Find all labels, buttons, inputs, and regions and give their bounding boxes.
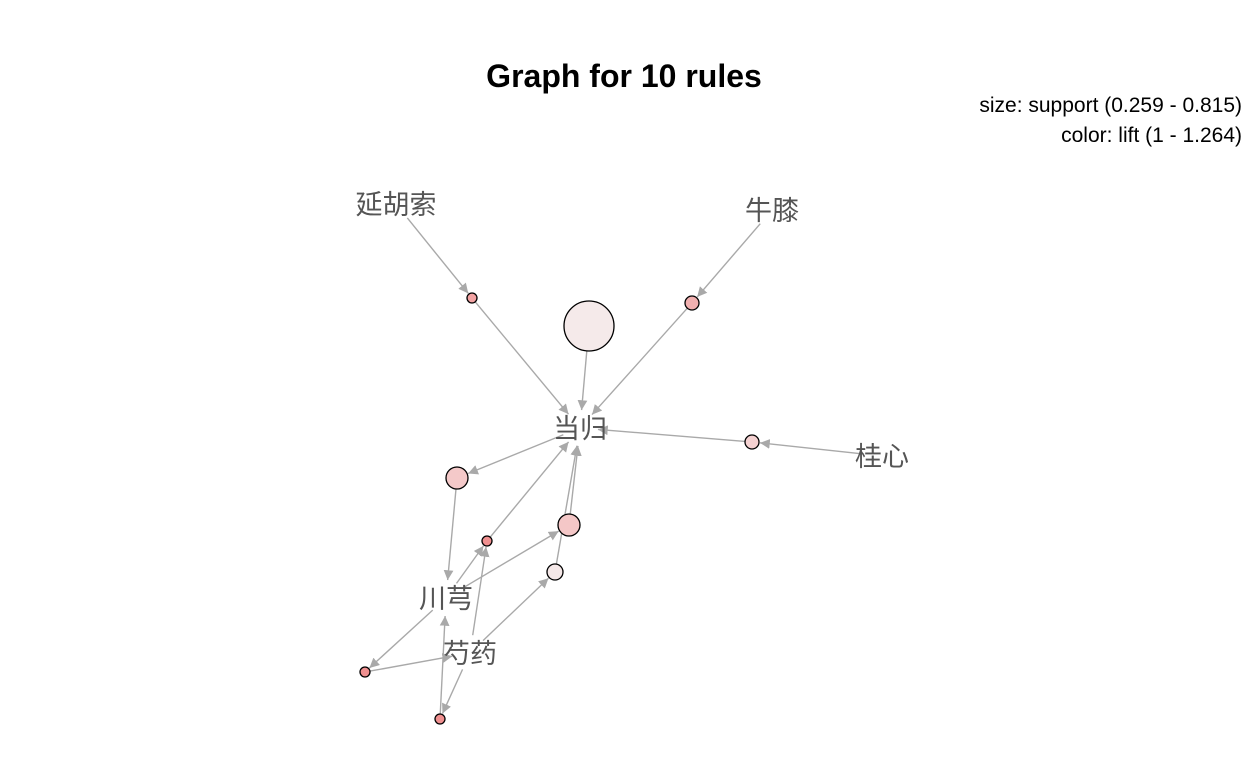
edge-r2-to-dg xyxy=(577,350,588,411)
item-label-yhs: 延胡索 xyxy=(356,190,437,221)
rule-node-7 xyxy=(557,513,581,537)
item-label-cx: 川芎 xyxy=(419,584,473,615)
edge-yhs-to-r1 xyxy=(406,217,469,294)
item-label-dg: 当归 xyxy=(553,414,607,445)
edge-gx-to-r4 xyxy=(759,439,865,455)
rule-node-3 xyxy=(684,295,700,311)
rule-node-5 xyxy=(445,466,469,490)
edge-sy-to-r10 xyxy=(441,669,464,714)
rule-node-1 xyxy=(466,292,478,304)
edge-nx-to-r3 xyxy=(696,223,761,298)
edge-cx-to-r7 xyxy=(461,530,560,590)
edge-r3-to-dg xyxy=(591,307,688,416)
rule-node-9 xyxy=(359,666,371,678)
edge-r5-to-cx xyxy=(443,488,457,581)
legend-color: color: lift (1 - 1.264) xyxy=(1061,124,1242,147)
rule-node-2 xyxy=(563,300,615,352)
edge-r4-to-dg xyxy=(597,425,746,443)
edge-r9-to-sy xyxy=(369,653,453,672)
edge-cx-to-r9 xyxy=(368,609,434,669)
edge-cx-to-r6 xyxy=(455,545,485,584)
rule-node-10 xyxy=(434,713,446,725)
edge-sy-to-r8 xyxy=(482,577,549,642)
graph-title: Graph for 10 rules xyxy=(486,58,762,94)
item-label-sy: 芍药 xyxy=(443,639,497,670)
rule-node-6 xyxy=(481,535,493,547)
edge-sy-to-r6 xyxy=(472,546,490,636)
legend-size: size: support (0.259 - 0.815) xyxy=(979,94,1242,117)
edge-r10-to-cx xyxy=(439,615,450,715)
rule-node-4 xyxy=(744,434,760,450)
edge-dg-to-r5 xyxy=(467,434,564,475)
edge-r8-to-dg xyxy=(555,445,581,565)
edge-r7-to-dg xyxy=(569,445,582,515)
rule-node-8 xyxy=(546,563,564,581)
edge-r6-to-dg xyxy=(489,441,570,538)
edge-r1-to-dg xyxy=(474,301,570,415)
item-label-gx: 桂心 xyxy=(855,442,909,473)
item-label-nx: 牛膝 xyxy=(745,196,799,227)
